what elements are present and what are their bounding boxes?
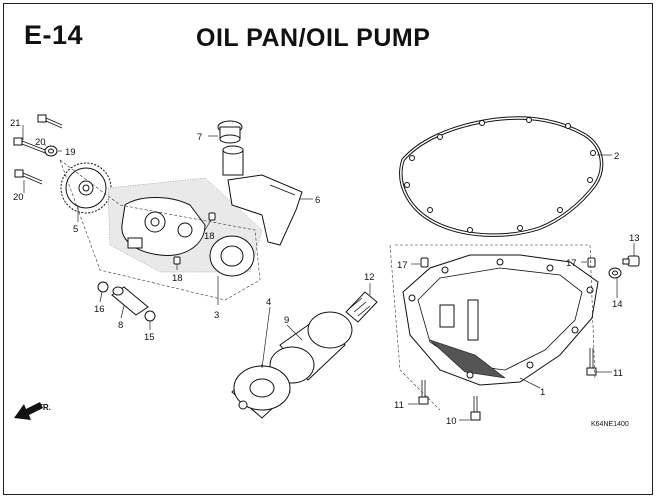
oil-pan-1-part[interactable] — [402, 254, 599, 386]
diagram-reference-code: K64NE1400 — [591, 421, 629, 428]
callout-7[interactable]: 7 — [197, 132, 202, 143]
callout-2[interactable]: 2 — [614, 151, 619, 162]
bolt-11-left-part[interactable] — [418, 380, 429, 405]
section-code: E-14 — [24, 20, 84, 50]
callout-21[interactable]: 21 — [10, 118, 21, 129]
front-direction-label: FR. — [38, 403, 51, 412]
sealing-washer-14-part[interactable] — [608, 267, 622, 279]
dowel-pin-18-upper-part[interactable] — [208, 212, 216, 221]
bolt-20-lower-part[interactable] — [14, 169, 43, 185]
washer-19-part[interactable] — [44, 145, 58, 157]
drain-bolt-13-part[interactable] — [622, 255, 640, 267]
callout-20-upper[interactable]: 20 — [35, 137, 46, 148]
callout-3[interactable]: 3 — [214, 310, 219, 321]
oil-pan-gasket-2-part[interactable] — [399, 116, 604, 237]
oil-strainer-6-part[interactable] — [222, 145, 303, 246]
oil-filter-9-part[interactable] — [269, 311, 353, 384]
o-ring-16-part[interactable] — [97, 281, 109, 293]
dowel-pin-17-left-part[interactable] — [420, 257, 429, 268]
o-ring-15-part[interactable] — [144, 310, 156, 322]
callout-12[interactable]: 12 — [364, 272, 375, 283]
callout-11-left[interactable]: 11 — [394, 400, 404, 411]
bolt-20-upper-part[interactable] — [37, 114, 63, 129]
callout-17-left[interactable]: 17 — [397, 260, 408, 271]
callout-8[interactable]: 8 — [118, 320, 123, 331]
oil-strainer-cap-7-part[interactable] — [217, 120, 243, 144]
oil-relief-valve-8-part[interactable] — [111, 286, 149, 316]
callout-19[interactable]: 19 — [65, 147, 76, 158]
callout-1[interactable]: 1 — [540, 387, 545, 398]
callout-5[interactable]: 5 — [73, 224, 78, 235]
sheet-border — [3, 3, 653, 495]
callout-20-lower[interactable]: 20 — [13, 192, 24, 203]
bolt-21-part[interactable] — [13, 137, 49, 155]
callout-6[interactable]: 6 — [315, 195, 320, 206]
oil-pump-sprocket-5-part[interactable] — [60, 162, 112, 214]
oil-filter-boss-12-part[interactable] — [345, 291, 378, 323]
callout-15[interactable]: 15 — [144, 332, 155, 343]
callout-11-right[interactable]: 11 — [613, 368, 623, 379]
bolt-11-right-part[interactable] — [586, 348, 597, 376]
front-direction-arrow-icon — [14, 402, 43, 420]
callout-14[interactable]: 14 — [612, 299, 623, 310]
callout-17-right[interactable]: 17 — [566, 258, 577, 269]
dowel-pin-18-lower-part[interactable] — [173, 256, 181, 265]
callout-10[interactable]: 10 — [446, 416, 457, 427]
callout-18-lower[interactable]: 18 — [172, 273, 183, 284]
callout-16[interactable]: 16 — [94, 304, 105, 315]
oil-pump-rotor-3-part[interactable] — [209, 235, 255, 277]
page-title: OIL PAN/OIL PUMP — [196, 24, 431, 52]
bolt-10-part[interactable] — [470, 396, 481, 421]
callout-13[interactable]: 13 — [629, 233, 640, 244]
callout-9[interactable]: 9 — [284, 315, 289, 326]
dowel-pin-17-right-part[interactable] — [587, 257, 596, 268]
callout-18-upper[interactable]: 18 — [204, 231, 215, 242]
oil-filter-cartridge-4-part[interactable] — [231, 364, 291, 419]
callout-4[interactable]: 4 — [266, 297, 271, 308]
